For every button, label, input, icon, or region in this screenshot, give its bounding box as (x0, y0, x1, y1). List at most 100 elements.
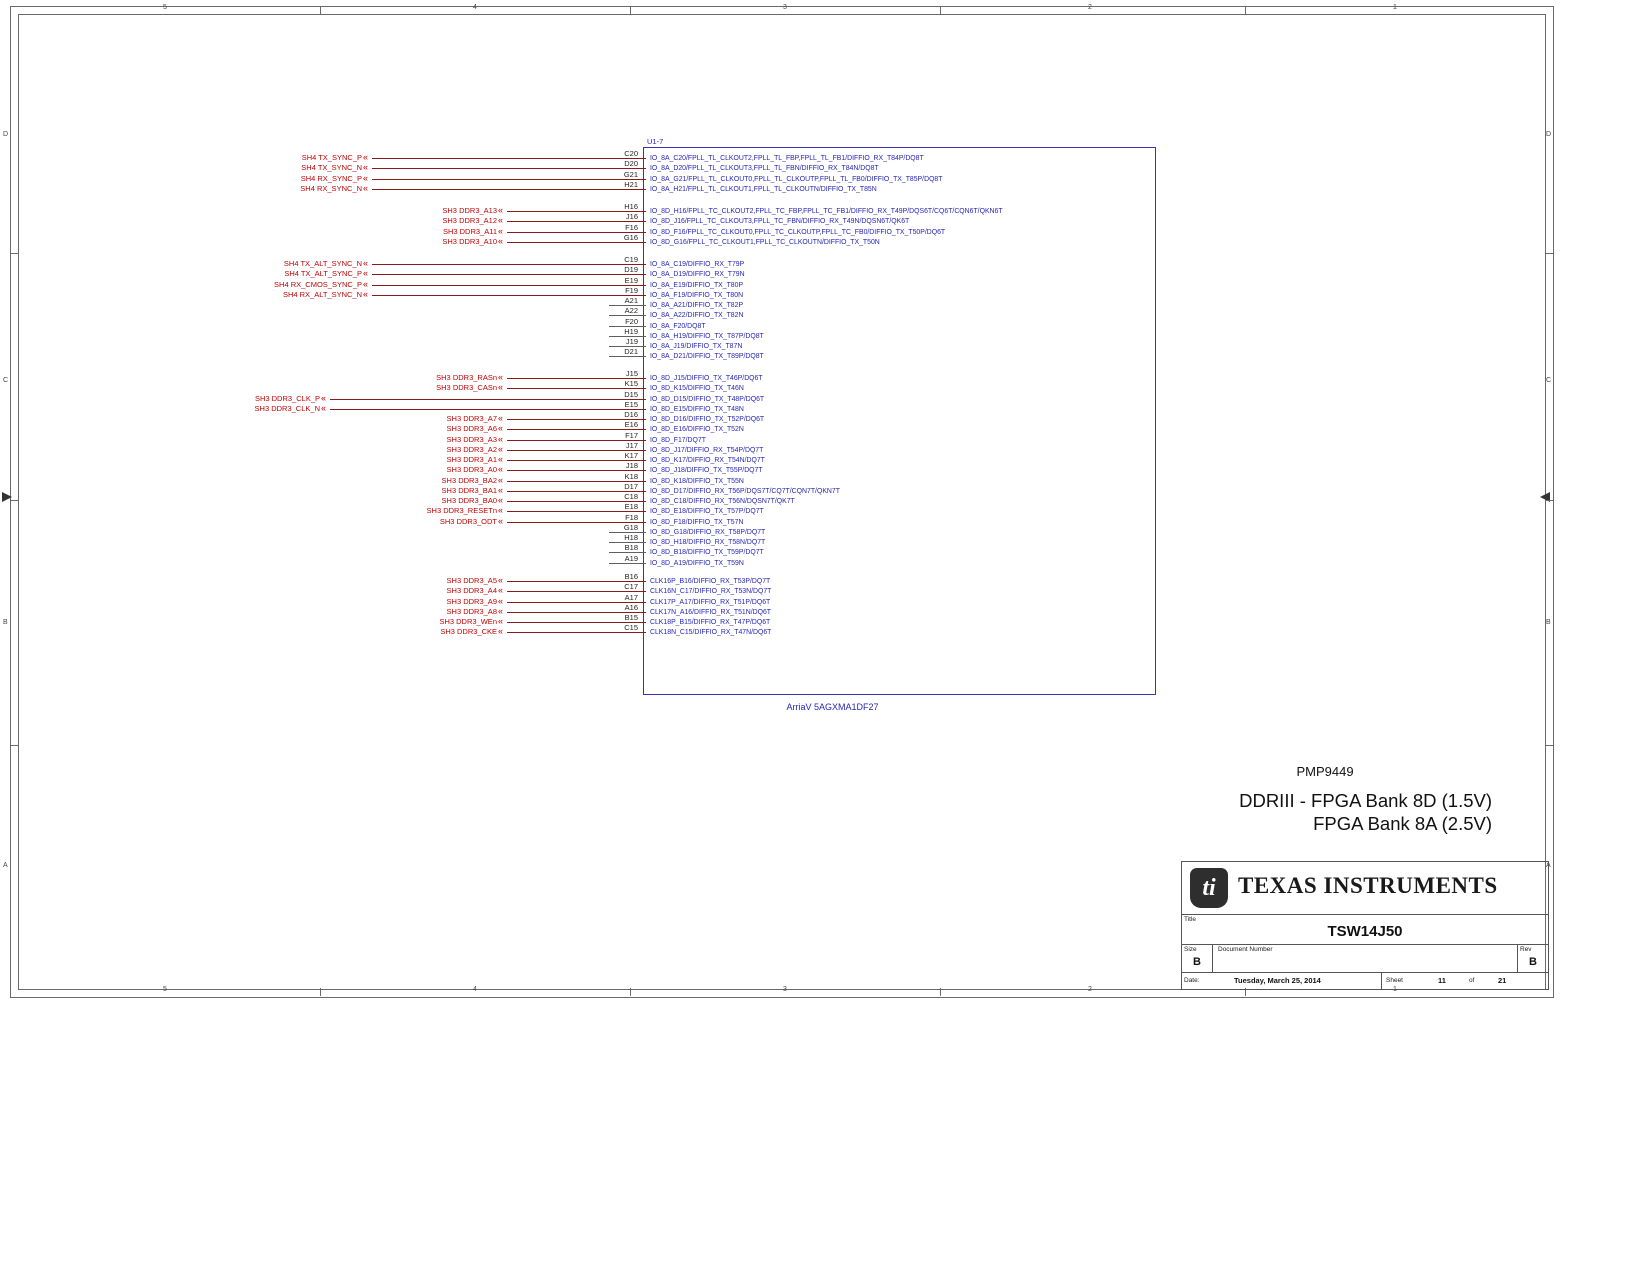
net-connector-icon: « (498, 616, 504, 626)
pin-wire (609, 542, 646, 543)
pin-wire (609, 315, 646, 317)
pin-number: H18 (624, 533, 638, 542)
io-label: IO_8D_G16/FPLL_TC_CLKOUT1,FPLL_TC_CLKOUT… (650, 238, 880, 246)
frame-tick (1545, 500, 1553, 501)
io-label: IO_8D_F18/DIFFIO_TX_T57N (650, 518, 744, 526)
net-label: SH3 DDR3_A11 (442, 226, 497, 236)
pin-number: E18 (624, 502, 638, 512)
net-connector-icon: « (498, 585, 504, 596)
io-label: IO_8A_G21/FPLL_TL_CLKOUT0,FPLL_TL_CLKOUT… (650, 175, 943, 183)
io-label: IO_8A_D19/DIFFIO_RX_T79N (650, 271, 745, 279)
pin-number: A16 (624, 602, 638, 612)
net-connector-icon: « (498, 443, 504, 454)
io-label: IO_8A_F20/DQ8T (650, 322, 706, 330)
pin-wire (372, 264, 646, 265)
io-label: IO_8D_K17/DIFFIO_RX_T54N/DQ7T (650, 457, 765, 464)
net-label: SH4 RX_SYNC_P (300, 173, 362, 183)
frame-tick (10, 253, 18, 254)
pin-number: A19 (624, 553, 638, 563)
net-connector-icon: « (498, 454, 504, 464)
net-label: SH3 DDR3_A10 (442, 236, 497, 246)
frame-tick (630, 988, 631, 996)
io-label: IO_8A_H19/DIFFIO_TX_T87P/DQ8T (650, 332, 764, 340)
io-label: IO_8D_B18/DIFFIO_TX_T59P/DQ7T (650, 549, 764, 557)
io-label: IO_8D_G18/DIFFIO_RX_T58P/DQ7T (650, 528, 766, 536)
fpga-symbol-box (643, 147, 1156, 695)
net-connector-icon: « (498, 382, 504, 393)
pin-wire (507, 388, 646, 390)
io-label: IO_8A_D20/FPLL_TL_CLKOUT3,FPLL_TL_FBN/DI… (650, 165, 879, 173)
io-label: IO_8D_E18/DIFFIO_TX_T57P/DQ7T (650, 508, 764, 516)
sheet-label: Sheet (1386, 977, 1403, 984)
io-label: IO_8A_A21/DIFFIO_TX_T82P (650, 302, 744, 309)
net-label: SH3 DDR3_A5 (446, 576, 497, 585)
size-cell: Size B (1182, 945, 1213, 972)
zone-label-col-bottom: 5 (163, 986, 167, 993)
pin-number: J15 (625, 369, 638, 378)
io-label: IO_8D_E15/DIFFIO_TX_T48N (650, 405, 744, 413)
net-connector-icon: « (363, 162, 369, 173)
title-block-divider (1381, 973, 1382, 989)
io-label: CLK17P_A17/DIFFIO_RX_T51P/DQ6T (650, 598, 771, 606)
title-block: ti TEXAS INSTRUMENTS Title TSW14J50 Size… (1181, 861, 1549, 990)
pin-number: C15 (624, 623, 638, 633)
ti-logo-monogram: ti (1202, 875, 1216, 901)
frame-outer-border (10, 6, 1554, 998)
pin-wire (372, 168, 646, 170)
net-label: SH3 DDR3_A4 (446, 586, 497, 596)
pin-number: A22 (624, 306, 638, 316)
net-connector-icon: « (498, 515, 504, 526)
pin-number: E15 (624, 399, 638, 409)
io-label: IO_8D_H16/FPLL_TC_CLKOUT2,FPLL_TC_FBP,FP… (650, 208, 1003, 215)
project-number: PMP9449 (1296, 764, 1354, 779)
zone-label-row-right: B (1546, 619, 1551, 626)
io-label: IO_8A_J19/DIFFIO_TX_T87N (650, 343, 743, 350)
pin-wire (609, 356, 646, 358)
net-connector-icon: « (363, 182, 369, 193)
io-label: IO_8A_F19/DIFFIO_TX_T80N (650, 291, 744, 299)
net-connector-icon: « (321, 392, 327, 403)
pin-number: D16 (624, 410, 638, 419)
net-connector-icon: « (498, 225, 504, 236)
pin-wire (507, 460, 646, 461)
pin-wire (507, 378, 646, 379)
schematic-title: TSW14J50 (1327, 923, 1403, 940)
pin-wire (507, 211, 646, 212)
pin-number: B16 (624, 572, 638, 581)
pin-wire (507, 419, 646, 420)
pin-number: F18 (625, 512, 638, 522)
pin-number: B15 (624, 613, 638, 622)
net-label: SH4 TX_SYNC_N (301, 163, 362, 173)
component-part-number: ArriaV 5AGXMA1DF27 (786, 702, 879, 712)
pin-wire (507, 470, 646, 472)
pin-wire (507, 221, 646, 223)
io-label: IO_8A_A22/DIFFIO_TX_T82N (650, 312, 744, 320)
net-connector-icon: « (498, 205, 504, 215)
io-label: CLK16P_B16/DIFFIO_RX_T53P/DQ7T (650, 578, 771, 585)
net-connector-icon: « (498, 372, 504, 382)
sheet-description-line1: DDRIII - FPGA Bank 8D (1.5V) (1239, 790, 1492, 811)
io-label: IO_8D_D16/DIFFIO_TX_T52P/DQ6T (650, 416, 765, 423)
net-connector-icon: « (498, 484, 504, 495)
zone-label-row-left: B (3, 619, 8, 626)
net-label: SH3 DDR3_A8 (446, 606, 497, 616)
frame-tick (630, 6, 631, 14)
net-connector-icon: « (498, 575, 504, 585)
document-number-label: Document Number (1218, 946, 1273, 953)
io-label: IO_8D_D15/DIFFIO_TX_T48P/DQ6T (650, 395, 765, 403)
pin-wire (507, 480, 646, 482)
pin-wire (609, 531, 646, 533)
pin-number: G18 (623, 522, 638, 532)
pin-number: E19 (624, 275, 638, 285)
pin-number: D19 (624, 265, 638, 275)
io-label: IO_8D_A19/DIFFIO_TX_T59N (650, 559, 744, 567)
pin-number: D15 (624, 389, 638, 399)
net-label: SH3 DDR3_A3 (446, 434, 497, 444)
pin-number: B18 (624, 543, 638, 553)
net-connector-icon: « (363, 268, 369, 279)
net-label: SH3 DDR3_RASn (436, 373, 497, 382)
component-reference: U1-7 (647, 137, 664, 146)
net-label: SH3 DDR3_A2 (446, 444, 497, 454)
zone-label-row-right: C (1546, 377, 1552, 384)
